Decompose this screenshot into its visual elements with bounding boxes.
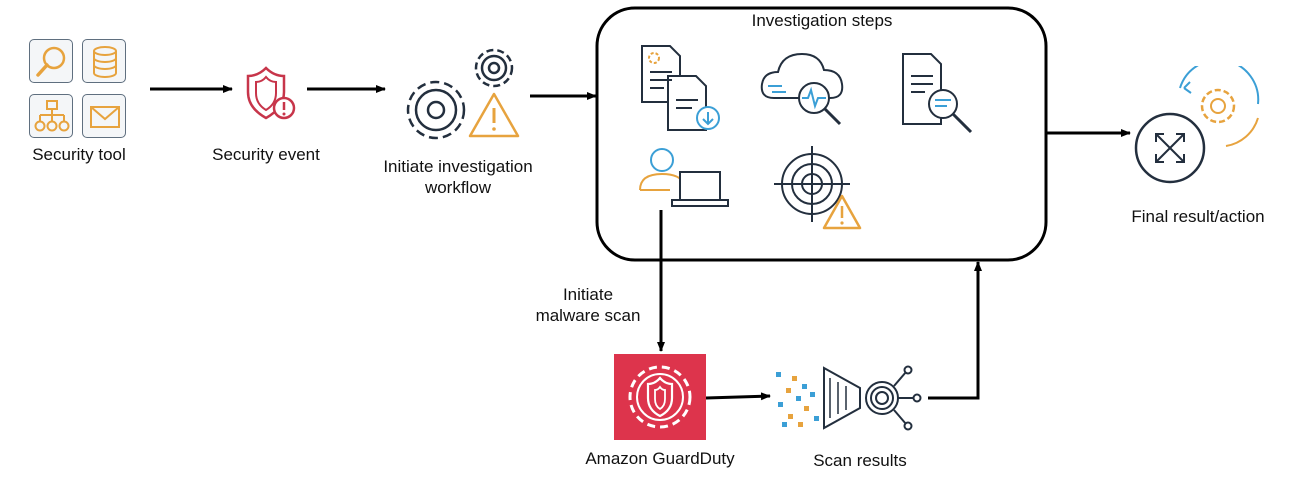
- security-tool-label: Security tool: [32, 145, 126, 164]
- cycle-expand-icon: [1134, 66, 1260, 184]
- initiate-workflow-label-line2: workflow: [424, 178, 492, 197]
- malware-scan-label-line1: Initiate: [562, 285, 614, 304]
- investigation-steps-box: [595, 6, 1048, 262]
- malware-scan-label: Initiate malware scan: [526, 284, 650, 326]
- user-laptop-icon: [639, 148, 729, 207]
- mail-icon: [82, 94, 126, 138]
- document-settings-icon: [641, 45, 720, 131]
- arrow-guardduty-to-scan: [705, 392, 771, 401]
- document-search-icon: [902, 53, 973, 134]
- arrow-scan-to-steps: [928, 261, 982, 400]
- shield-alert-icon: [246, 66, 296, 120]
- guardduty-shield-gear-icon: [614, 354, 706, 440]
- final-result-label: Final result/action: [1131, 207, 1265, 226]
- guardduty-label: Amazon GuardDuty: [585, 449, 735, 468]
- gears-warning-icon: [406, 48, 520, 140]
- hierarchy-icon: [29, 94, 73, 138]
- search-icon: [29, 39, 73, 83]
- investigation-steps-title: Investigation steps: [751, 11, 893, 30]
- target-warning-icon: [774, 146, 862, 230]
- database-icon: [82, 39, 126, 83]
- initiate-workflow-label: Initiate investigation workflow: [358, 156, 558, 198]
- security-event-label: Security event: [212, 145, 320, 164]
- cloud-monitoring-icon: [760, 52, 844, 126]
- initiate-workflow-label-line1: Initiate investigation: [383, 157, 533, 176]
- malware-scan-label-line2: malware scan: [535, 306, 641, 325]
- scan-results-label: Scan results: [813, 451, 907, 470]
- funnel-fingerprint-icon: [776, 365, 922, 431]
